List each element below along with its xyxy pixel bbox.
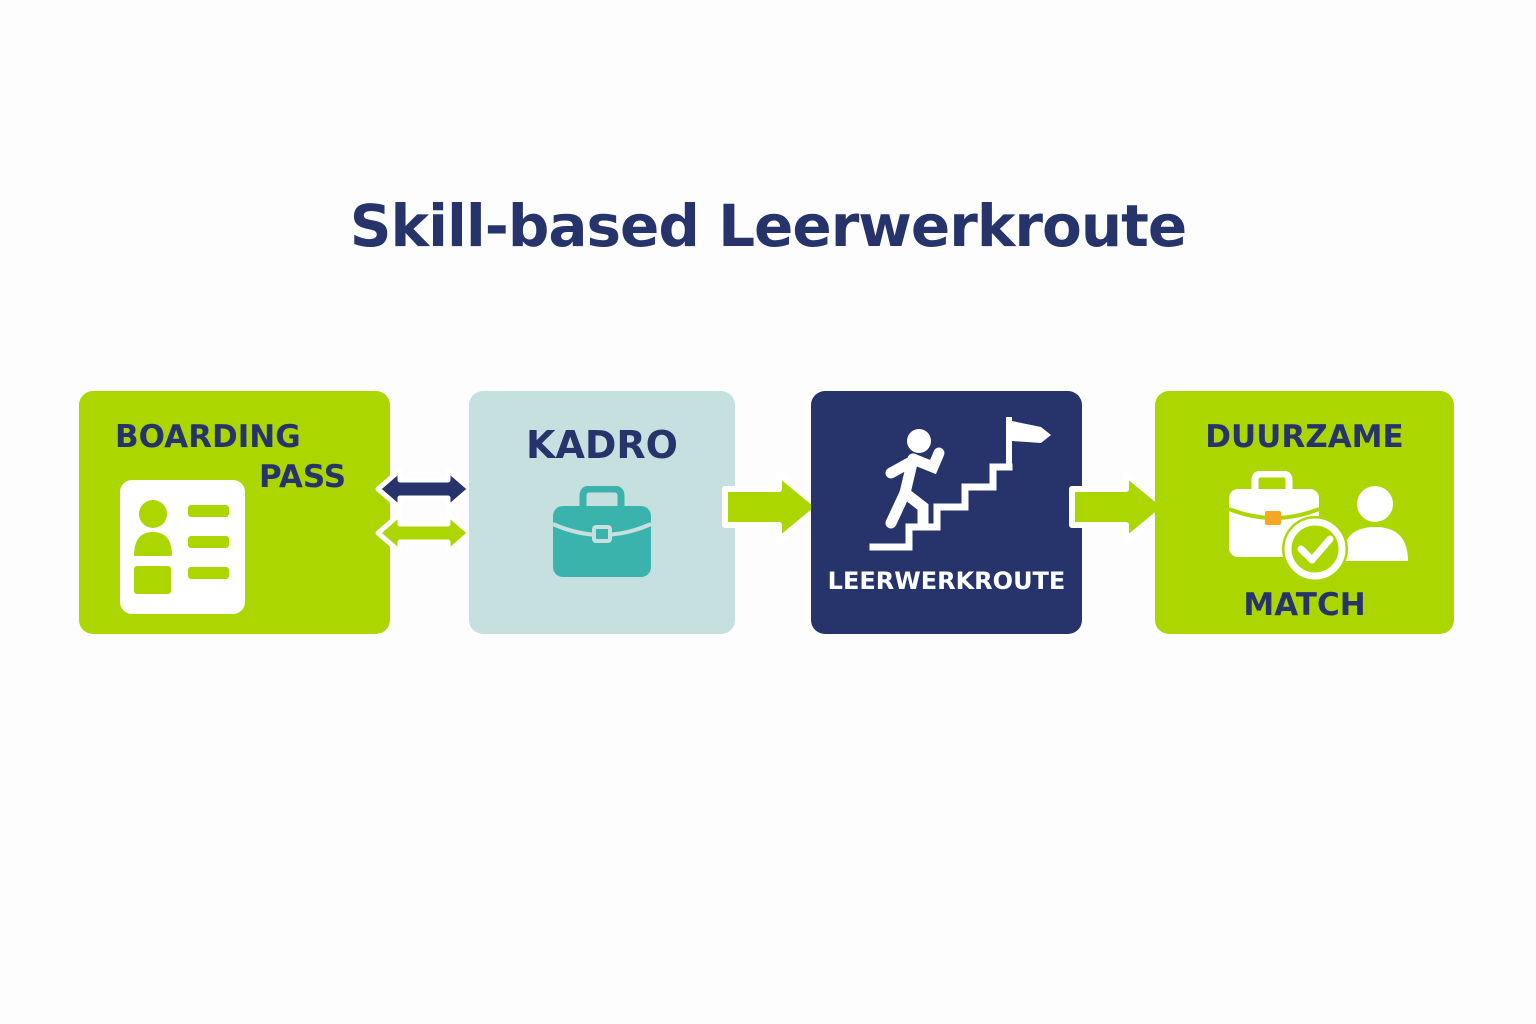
step-label-line: LEERWERKROUTE [827,567,1066,595]
page-title: Skill-based Leerwerkroute [349,192,1187,260]
briefcase-person-check-icon [1228,471,1408,582]
climbing-stairs-flag-icon [869,417,1051,551]
step-label-line: MATCH [1243,587,1366,623]
double-arrow-connector [375,467,473,555]
step-label-line: BOARDING [115,419,301,455]
step-card-boarding-pass: BOARDING PASS [79,391,390,634]
step-label-line: DUURZAME [1205,419,1404,455]
step-label-line: KADRO [526,423,678,467]
step-label-line: PASS [259,459,347,495]
arrow-connector [1069,471,1169,543]
step-card-duurzame-match: DUURZAME MATCH [1155,391,1454,634]
arrow-connector [722,471,822,543]
step-card-leerwerkroute: LEERWERKROUTE [811,391,1082,634]
id-card-icon [120,480,245,614]
step-card-kadro: KADRO [469,391,735,634]
briefcase-icon [552,486,652,577]
